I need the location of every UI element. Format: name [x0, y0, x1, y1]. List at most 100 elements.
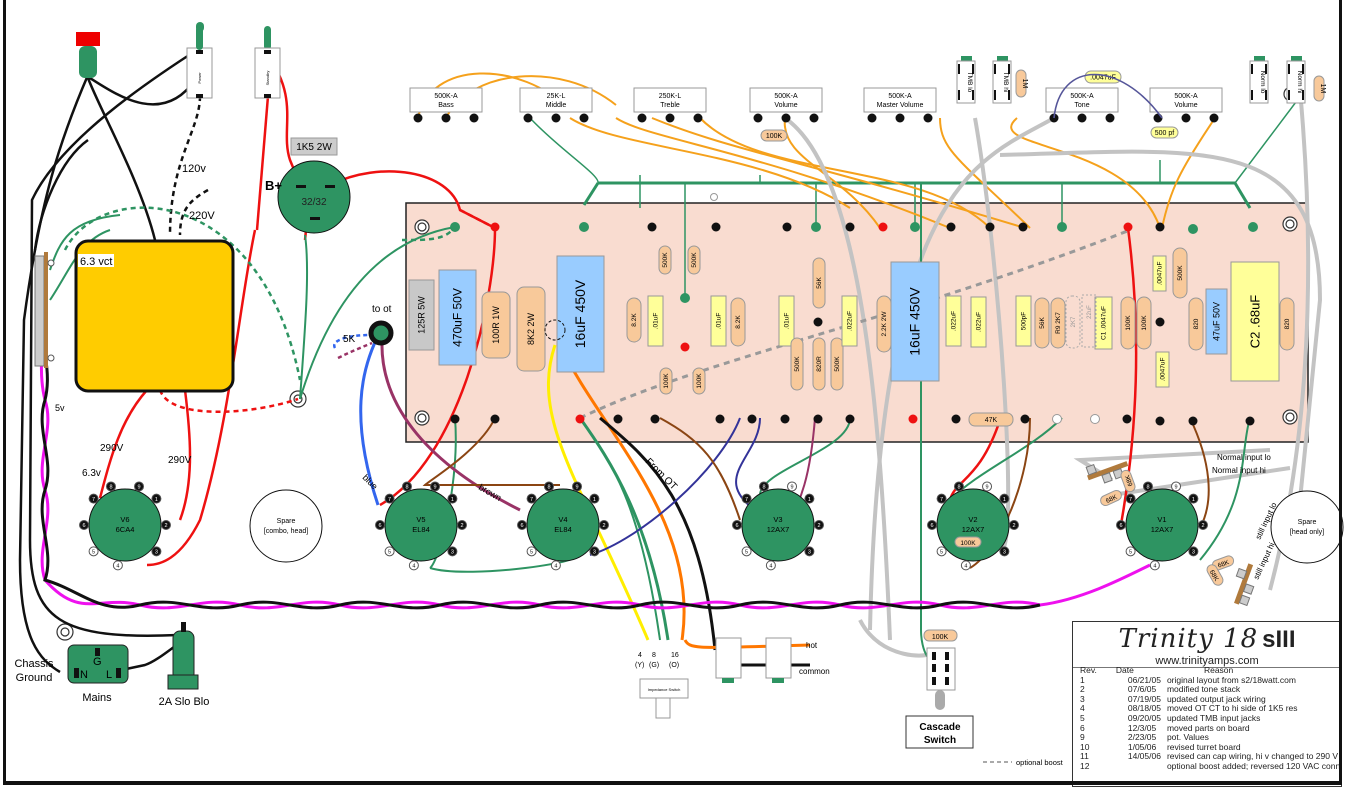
jack-1m-resistor-norm-label: 1M — [1319, 84, 1326, 94]
board-r100k-d: 100K — [1136, 296, 1152, 350]
rev-reason: updated output jack wiring — [1166, 693, 1266, 704]
tube-pin — [151, 546, 162, 557]
board-r820-label: 820R — [816, 356, 823, 372]
cascade-switch-label-2: Switch — [924, 735, 956, 746]
tube-pin-number: 1 — [1003, 497, 1006, 503]
board-r500k-e-label: 500K — [1177, 265, 1184, 281]
imp-tap-16: 16 — [671, 652, 679, 659]
turret — [1248, 222, 1258, 232]
rev-reason: updated TMB input jacks — [1166, 712, 1261, 723]
board-r500k-c: 500K — [790, 337, 804, 391]
pot-name: Master Volume — [877, 102, 924, 109]
tube-pin — [112, 560, 123, 571]
pot-name: Middle — [546, 102, 567, 109]
pot-value: 500K-A — [888, 93, 912, 100]
pot-treble[interactable]: 250K-L Treble — [633, 87, 707, 123]
board-r82k-a: 8.2K — [626, 297, 642, 343]
still-input-jack-strip[interactable] — [1227, 561, 1260, 607]
pot-lug — [1077, 113, 1087, 123]
rev-date — [1100, 762, 1164, 772]
board-r82k-b: 8.2K — [730, 297, 746, 347]
cap-c2-68uf: C2 .68uF — [1230, 261, 1280, 382]
turret — [613, 414, 623, 424]
rev-reason: revised can cap wiring, hi v changed to … — [1166, 751, 1338, 762]
turret — [450, 414, 460, 424]
spare-title: Spare — [277, 518, 296, 525]
rev-number: 4 — [1080, 703, 1085, 714]
board-r82k-b-label: 8.2K — [735, 315, 742, 329]
common-label: common — [799, 667, 830, 676]
tube-pin-number: 9 — [137, 485, 140, 491]
pilot-lamp — [76, 32, 100, 78]
tube-pin-number: 2 — [460, 523, 463, 529]
chassis-ground-label-2: Ground — [16, 672, 53, 684]
standby-switch[interactable] — [254, 26, 281, 99]
power-switch[interactable] — [186, 22, 213, 99]
speaker-jack-2[interactable] — [765, 637, 792, 683]
pot-value: 500K-A — [1070, 93, 1094, 100]
pot-name: Treble — [660, 102, 680, 109]
tube-pin — [1125, 546, 1136, 557]
transformer-label: 6.3 vct — [80, 256, 112, 268]
tube-pin — [1198, 520, 1208, 530]
impedance-switch[interactable] — [639, 678, 689, 719]
pot-master-volume[interactable]: 500K-A Master Volume — [863, 87, 937, 123]
cap-16uf-450v-a: 16uF 450V — [556, 255, 605, 373]
tube-type: 12AX7 — [767, 525, 790, 534]
tube-pin-number: 2 — [817, 523, 820, 529]
res-8k2-2w-label: 8K2 2W — [526, 312, 536, 345]
tube-pin-number: 7 — [745, 497, 748, 503]
tube-pin-number: 9 — [575, 485, 578, 491]
board-r56k-label: 56K — [816, 277, 823, 289]
tube-pin — [572, 481, 583, 492]
jack-norm-hi[interactable]: Norm hi — [1286, 56, 1306, 104]
mains-socket — [67, 644, 129, 684]
turret — [1155, 317, 1165, 327]
divider — [1073, 667, 1341, 668]
jack-tmb-lo[interactable]: TMB lo — [956, 56, 976, 104]
model-name: Trinity 18 — [1118, 624, 1259, 654]
speaker-jack-1[interactable] — [715, 637, 742, 683]
output-green — [578, 417, 670, 641]
290v-left-label: 290V — [100, 443, 124, 454]
cascade-100k-resistor — [923, 629, 958, 642]
cascade-switch[interactable] — [926, 647, 956, 710]
board-r47k-label: 47K — [985, 417, 998, 424]
pot-value: 250K-L — [659, 93, 682, 100]
tube-pin — [960, 560, 971, 571]
tube-pin-number: 3 — [155, 550, 158, 556]
jack-tmb-hi[interactable]: TMB hi — [992, 56, 1012, 104]
rev-date: 14/05/06 — [1127, 751, 1161, 762]
board-c022-a: .022uF — [841, 295, 858, 347]
board-c0047-b-label: .0047uF — [1160, 358, 1167, 382]
pot-lug — [413, 113, 423, 123]
tube-pin-number: 5 — [388, 550, 391, 556]
jack-norm-lo[interactable]: Norm lo — [1249, 56, 1269, 104]
turret — [747, 414, 757, 424]
opt-cap-label: 22uF — [1087, 305, 1093, 319]
turret — [780, 414, 790, 424]
fuse-holder — [167, 622, 199, 690]
board-r500k-c-label: 500K — [794, 356, 801, 372]
tube-pin — [741, 546, 752, 557]
pot-lug — [867, 113, 877, 123]
tube-pin-number: 4 — [116, 564, 119, 570]
board-r100k-c: 100K — [1120, 296, 1136, 350]
date-header: Date — [1115, 665, 1134, 675]
tube-pin — [375, 520, 385, 530]
board-r56k-b-label: 56K — [1039, 317, 1046, 329]
turret — [490, 414, 500, 424]
board-c0047-a: .0047uF — [1152, 255, 1167, 292]
standby-switch-label: Standby — [265, 71, 270, 86]
imp-tap-4-color: (Y) — [635, 662, 644, 669]
imp-tap-8: 8 — [652, 652, 656, 659]
tube-pin-number: 8 — [405, 485, 408, 491]
v2-100k-resistor-label: 100K — [960, 540, 976, 547]
